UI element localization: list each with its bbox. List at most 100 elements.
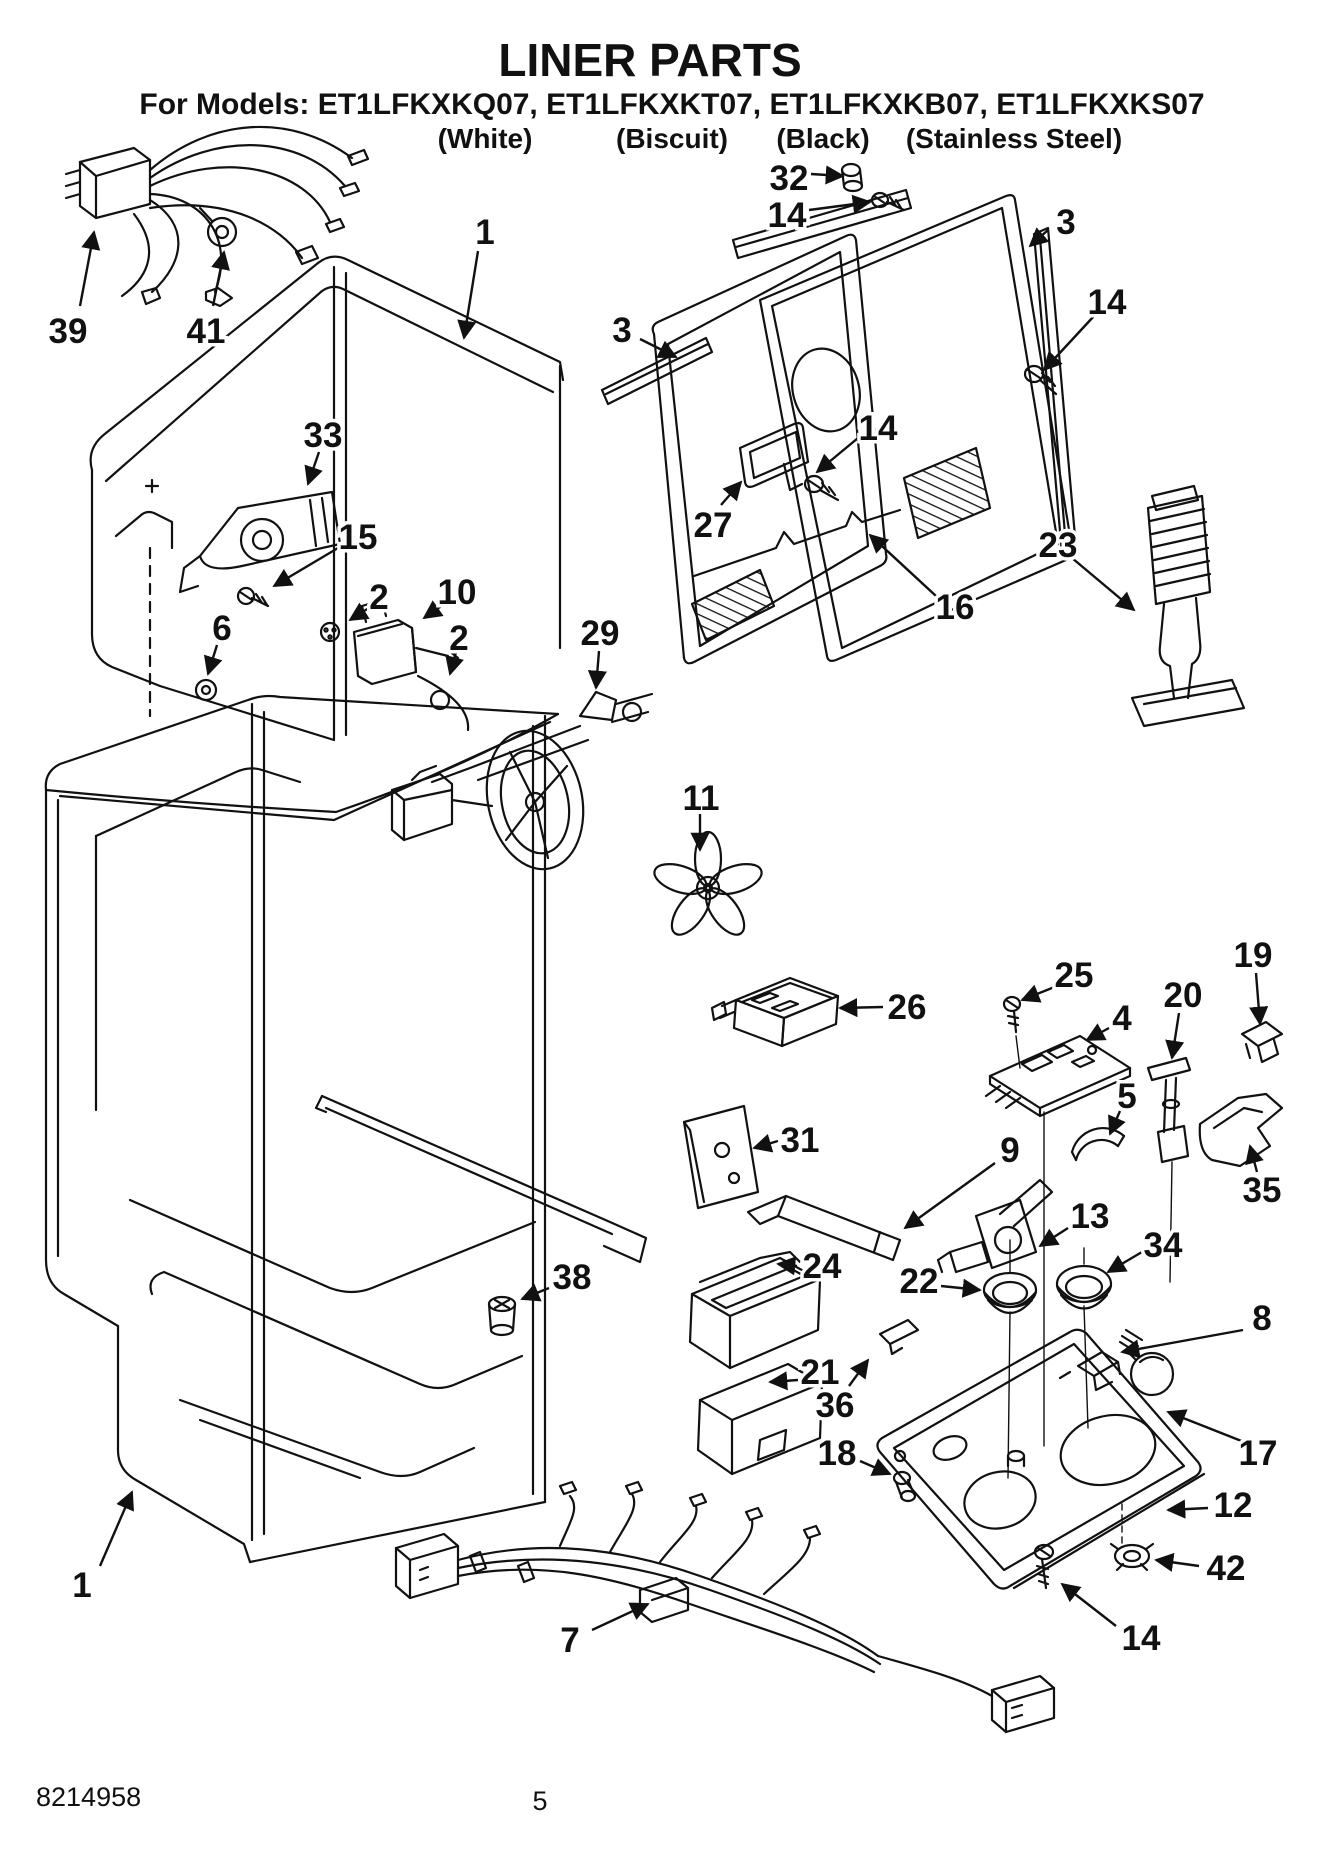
clip-5 [1070, 1127, 1126, 1162]
callout-arrow-3 [639, 337, 678, 359]
part-callout-17: 17 [1239, 1434, 1278, 1473]
part-callout-25: 25 [1055, 956, 1094, 995]
part-callout-18: 18 [818, 1434, 857, 1473]
vent-slots-a [690, 568, 776, 642]
part-callout-7: 7 [560, 1621, 579, 1660]
strap-9 [746, 1194, 902, 1262]
trim-rail-3-right [1032, 226, 1078, 556]
callout-arrow-29 [587, 650, 607, 690]
lamp-socket-8 [1058, 1350, 1122, 1392]
clip-19 [1240, 1020, 1284, 1064]
callout-arrow-4 [1085, 1023, 1110, 1042]
part-callout-27: 27 [694, 506, 733, 545]
callout-arrow-5 [1108, 1110, 1126, 1136]
callout-arrow-13 [1038, 1226, 1069, 1248]
part-callout-36: 36 [816, 1386, 855, 1425]
grommet-2a [319, 621, 341, 643]
callout-arrow-2 [445, 651, 464, 676]
wire-cover-35 [1198, 1092, 1284, 1168]
part-callout-14: 14 [859, 409, 898, 448]
wire-harness-39-41 [64, 125, 370, 308]
callout-arrow-7 [591, 1602, 650, 1632]
part-callout-39: 39 [49, 312, 88, 351]
finish-labels: (White)(Biscuit)(Black)(Stainless Steel) [438, 123, 1123, 154]
callout-arrow-33 [304, 451, 323, 486]
control-bracket-cluster [178, 490, 470, 732]
fresh-food-liner-outline [44, 694, 648, 1564]
callout-arrow-3 [1028, 227, 1050, 248]
part-callout-1: 1 [475, 213, 494, 252]
callout-arrow-6 [203, 644, 223, 676]
callout-arrow-34 [1106, 1250, 1143, 1274]
fan-bracket-29 [578, 690, 618, 722]
shelf-channel [314, 1094, 648, 1264]
part-callout-9: 9 [1000, 1131, 1019, 1170]
callout-arrow-42 [1154, 1552, 1200, 1572]
models-line: For Models: ET1LFKXKQ07, ET1LFKXKT07, ET… [139, 88, 1204, 121]
callout-arrow-19 [1249, 972, 1269, 1026]
callout-arrow-2 [348, 602, 373, 622]
callout-arrow-15 [272, 546, 339, 588]
air-damper-26 [710, 976, 840, 1048]
finish-label: (Black) [776, 123, 869, 154]
foam-cover-24 [688, 1250, 822, 1370]
freezer-liner-outline [89, 255, 565, 742]
part-callout-5: 5 [1117, 1077, 1136, 1116]
part-callout-11: 11 [683, 779, 720, 818]
callout-arrow-41 [211, 250, 230, 307]
callout-arrow-1 [98, 1490, 134, 1567]
shield-36 [878, 1318, 920, 1356]
callout-arrow-24 [776, 1256, 798, 1276]
part-callout-3: 3 [612, 311, 631, 350]
part-callout-20: 20 [1164, 976, 1203, 1015]
part-callout-15: 15 [339, 518, 378, 557]
callout-arrow-12 [1166, 1499, 1209, 1519]
part-callout-41: 41 [187, 312, 226, 351]
finish-label: (White) [438, 123, 533, 154]
lens-cup-22 [982, 1239, 1038, 1479]
part-callout-32: 32 [770, 159, 809, 198]
light-bulb-17 [1118, 1328, 1175, 1397]
grommet-42 [1109, 1542, 1155, 1572]
callout-arrow-26 [838, 998, 884, 1018]
callout-arrow-36 [848, 1358, 870, 1387]
fan-blade-11 [653, 830, 763, 936]
part-callout-22: 22 [900, 1262, 939, 1301]
part-callout-19: 19 [1234, 936, 1273, 975]
part-callout-31: 31 [781, 1121, 820, 1160]
panel-fold-line-16 [692, 508, 902, 578]
part-callout-23: 23 [1039, 526, 1078, 565]
callout-arrow-32 [810, 165, 845, 185]
part-callout-4: 4 [1112, 999, 1132, 1038]
screw-14d [1033, 1543, 1055, 1590]
spacer-38 [487, 1295, 517, 1337]
lamp-housing-12 [876, 1328, 1206, 1590]
document-number: 8214958 [36, 1782, 141, 1812]
part-callout-10: 10 [438, 573, 477, 612]
callout-arrow-27 [720, 480, 743, 506]
part-callout-38: 38 [553, 1258, 592, 1297]
callout-arrow-16 [868, 533, 937, 597]
pin-18 [892, 1470, 917, 1503]
callout-arrow-14 [815, 437, 859, 474]
part-callout-26: 26 [888, 988, 927, 1027]
callout-arrow-21 [768, 1371, 799, 1391]
control-thermostat-23 [1130, 484, 1246, 728]
part-callout-34: 34 [1144, 1226, 1183, 1265]
callout-arrow-35 [1245, 1144, 1264, 1173]
callout-arrow-14 [1042, 315, 1095, 372]
screw-25 [1002, 995, 1022, 1034]
screw-14b [1023, 364, 1058, 396]
lens-cup-34 [1055, 1247, 1113, 1429]
screw-14a [870, 191, 906, 212]
standoff-32 [840, 162, 864, 193]
vent-slots-b [902, 446, 992, 540]
evap-cover-panel [651, 233, 888, 665]
part-callout-24: 24 [803, 1247, 842, 1286]
callout-arrow-14 [1060, 1582, 1117, 1627]
callout-arrow-1 [457, 250, 480, 340]
part-callout-42: 42 [1207, 1549, 1246, 1588]
part-callout-8: 8 [1252, 1299, 1271, 1338]
